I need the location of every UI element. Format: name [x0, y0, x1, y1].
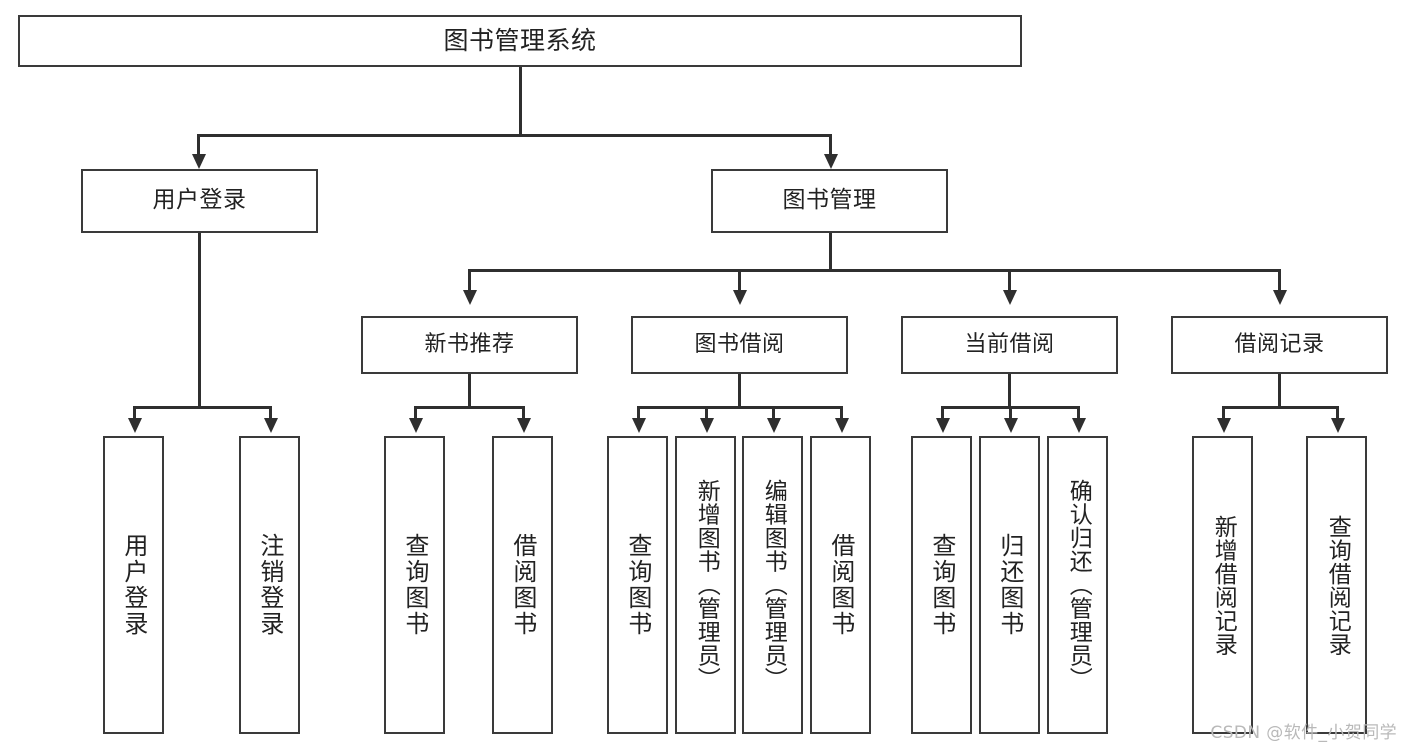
node-label: 用户登录 — [119, 533, 148, 637]
node-book-borrow[interactable]: 图书借阅 — [631, 316, 848, 374]
leaf-user-login[interactable]: 用户登录 — [103, 436, 164, 734]
arrowhead-br-to-leaf-2 — [1331, 418, 1345, 433]
node-label: 确认归还（管理员） — [1065, 479, 1092, 691]
edge-root-stem — [519, 67, 522, 135]
arrowhead-bb-to-leaf-3 — [767, 418, 781, 433]
node-label: 新增借阅记录 — [1210, 514, 1237, 656]
leaf-query-book-borrow[interactable]: 查询图书 — [607, 436, 668, 734]
arrowhead-cb-to-leaf-3 — [1072, 418, 1086, 433]
node-label: 编辑图书（管理员） — [760, 479, 787, 691]
node-label: 新书推荐 — [424, 331, 515, 357]
arrowhead-user-login-to-leaf-2 — [264, 418, 278, 433]
leaf-confirm-return-admin[interactable]: 确认归还（管理员） — [1047, 436, 1108, 734]
node-label: 注销登录 — [255, 533, 284, 637]
node-label: 查询图书 — [927, 533, 956, 637]
edge-new-book-to-leaf-2 — [522, 406, 525, 422]
edge-bm-to-current-borrow — [1008, 269, 1011, 295]
arrowhead-root-to-user-login — [192, 154, 206, 169]
arrowhead-bb-to-leaf-4 — [835, 418, 849, 433]
arrowhead-cb-to-leaf-2 — [1004, 418, 1018, 433]
leaf-borrow-book[interactable]: 借阅图书 — [810, 436, 871, 734]
node-label: 查询图书 — [400, 533, 429, 637]
arrowhead-bm-to-new-book — [463, 290, 477, 305]
edge-bm-to-borrow-record — [1278, 269, 1281, 295]
node-new-book-recommend[interactable]: 新书推荐 — [361, 316, 578, 374]
edge-cb-to-leaf-2 — [1009, 406, 1012, 422]
edge-bb-to-leaf-2 — [705, 406, 708, 422]
node-label: 借阅图书 — [508, 533, 537, 637]
edge-cb-to-leaf-1 — [941, 406, 944, 422]
edge-bb-to-leaf-1 — [637, 406, 640, 422]
leaf-query-book-recommend[interactable]: 查询图书 — [384, 436, 445, 734]
leaf-query-book-current[interactable]: 查询图书 — [911, 436, 972, 734]
leaf-query-borrow-record[interactable]: 查询借阅记录 — [1306, 436, 1367, 734]
node-label: 归还图书 — [995, 533, 1024, 637]
node-label: 图书借阅 — [694, 331, 785, 357]
leaf-logout[interactable]: 注销登录 — [239, 436, 300, 734]
edge-book-borrow-stem — [738, 374, 741, 408]
watermark: CSDN @软件_小贺同学 — [1210, 723, 1397, 743]
edge-bm-to-new-book — [468, 269, 471, 295]
node-user-login[interactable]: 用户登录 — [81, 169, 318, 233]
node-label: 借阅记录 — [1234, 331, 1325, 357]
edge-user-login-bus — [133, 406, 271, 409]
node-label: 用户登录 — [152, 187, 247, 214]
edge-user-login-stem — [198, 233, 201, 408]
node-label: 借阅图书 — [826, 533, 855, 637]
edge-book-borrow-bus — [637, 406, 843, 409]
edge-user-login-to-leaf-2 — [269, 406, 272, 422]
edge-user-login-to-leaf-1 — [133, 406, 136, 422]
arrowhead-new-book-to-leaf-1 — [409, 418, 423, 433]
leaf-edit-book-admin[interactable]: 编辑图书（管理员） — [742, 436, 803, 734]
edge-cb-to-leaf-3 — [1077, 406, 1080, 422]
node-borrow-record[interactable]: 借阅记录 — [1171, 316, 1388, 374]
arrowhead-root-to-book-management — [824, 154, 838, 169]
node-label: 图书管理系统 — [443, 26, 597, 55]
edge-book-management-stem — [829, 233, 832, 271]
edge-borrow-record-stem — [1278, 374, 1281, 408]
edge-new-book-to-leaf-1 — [414, 406, 417, 422]
leaf-add-book-admin[interactable]: 新增图书（管理员） — [675, 436, 736, 734]
node-current-borrow[interactable]: 当前借阅 — [901, 316, 1118, 374]
node-label: 图书管理 — [782, 187, 877, 214]
edge-root-to-user-login — [197, 134, 200, 160]
edge-book-management-bus — [468, 269, 1278, 272]
arrowhead-bb-to-leaf-2 — [700, 418, 714, 433]
edge-new-book-stem — [468, 374, 471, 408]
arrowhead-bm-to-current-borrow — [1003, 290, 1017, 305]
edge-bb-to-leaf-4 — [840, 406, 843, 422]
arrowhead-bm-to-book-borrow — [733, 290, 747, 305]
edge-borrow-record-bus — [1222, 406, 1338, 409]
edge-root-bus — [197, 134, 831, 137]
edge-root-to-book-management — [829, 134, 832, 160]
edge-new-book-bus — [414, 406, 524, 409]
edge-br-to-leaf-1 — [1222, 406, 1225, 422]
node-label: 查询借阅记录 — [1324, 514, 1351, 656]
node-root-book-management-system[interactable]: 图书管理系统 — [18, 15, 1022, 67]
node-label: 当前借阅 — [964, 331, 1055, 357]
node-label: 新增图书（管理员） — [693, 479, 720, 691]
arrowhead-user-login-to-leaf-1 — [128, 418, 142, 433]
arrowhead-bb-to-leaf-1 — [632, 418, 646, 433]
leaf-return-book[interactable]: 归还图书 — [979, 436, 1040, 734]
node-book-management[interactable]: 图书管理 — [711, 169, 948, 233]
edge-bm-to-book-borrow — [738, 269, 741, 295]
edge-current-borrow-stem — [1008, 374, 1011, 408]
arrowhead-new-book-to-leaf-2 — [517, 418, 531, 433]
arrowhead-bm-to-borrow-record — [1273, 290, 1287, 305]
arrowhead-cb-to-leaf-1 — [936, 418, 950, 433]
edge-bb-to-leaf-3 — [772, 406, 775, 422]
node-label: 查询图书 — [623, 533, 652, 637]
leaf-borrow-book-recommend[interactable]: 借阅图书 — [492, 436, 553, 734]
edge-br-to-leaf-2 — [1336, 406, 1339, 422]
arrowhead-br-to-leaf-1 — [1217, 418, 1231, 433]
leaf-add-borrow-record[interactable]: 新增借阅记录 — [1192, 436, 1253, 734]
